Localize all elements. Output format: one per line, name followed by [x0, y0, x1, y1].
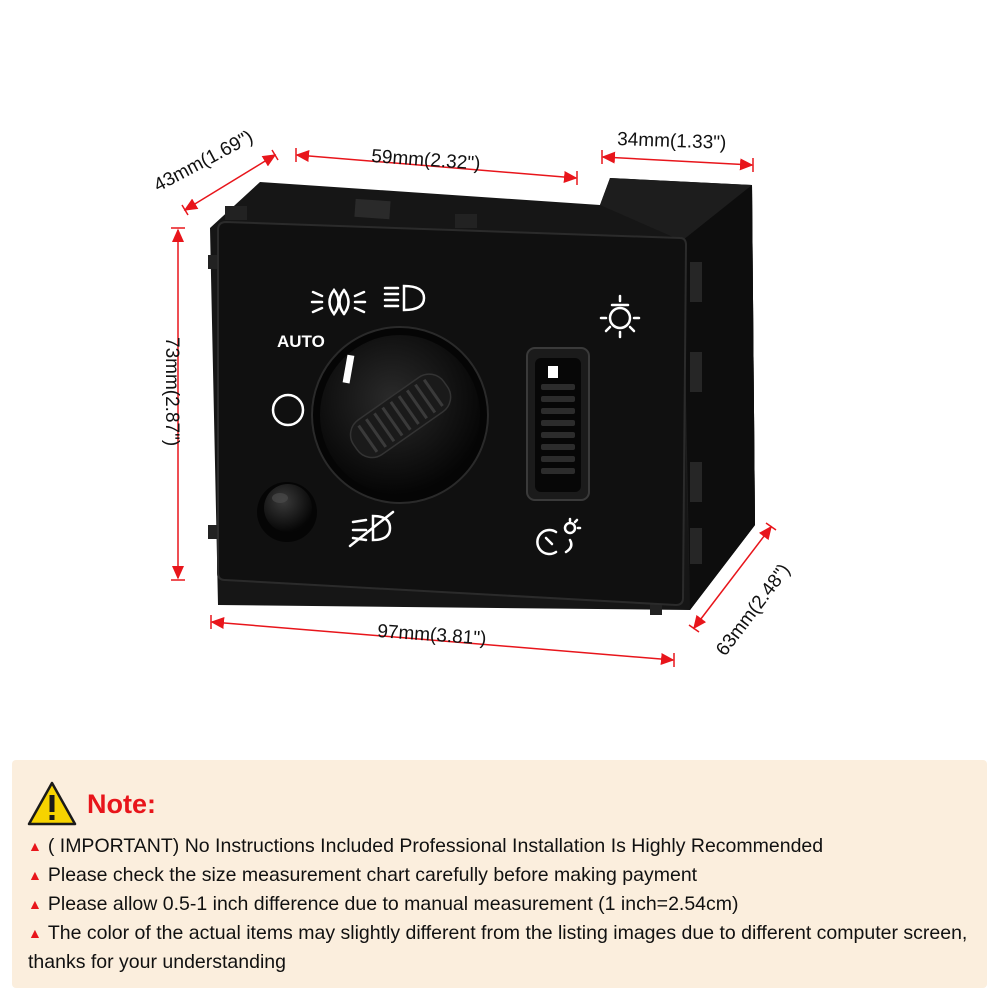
- parking-light-icon: [310, 287, 367, 317]
- triangle-bullet-icon: ▲: [28, 867, 42, 883]
- headlight-icon: [383, 284, 426, 312]
- product-image: AUTO: [150, 127, 795, 667]
- note-panel: Note: ▲( IMPORTANT) No Instructions Incl…: [12, 760, 987, 988]
- note-item: ▲The color of the actual items may sligh…: [28, 922, 968, 973]
- off-circle-icon: [271, 393, 305, 427]
- note-item: ▲( IMPORTANT) No Instructions Included P…: [28, 835, 824, 857]
- auto-label: AUTO: [277, 332, 325, 351]
- note-list: ▲( IMPORTANT) No Instructions Included P…: [28, 832, 978, 976]
- dimension-height: 73mm(2.87"): [161, 337, 182, 446]
- dimmer-thumbwheel[interactable]: [526, 347, 590, 501]
- dimmer-icon: [536, 517, 582, 556]
- triangle-bullet-icon: ▲: [28, 896, 42, 912]
- dome-light-icon: [599, 294, 641, 339]
- triangle-bullet-icon: ▲: [28, 838, 42, 854]
- note-item: ▲Please check the size measurement chart…: [28, 864, 698, 886]
- dimension-depth-left: 43mm(1.69"): [150, 127, 256, 197]
- fog-light-off-icon: [348, 510, 395, 548]
- triangle-bullet-icon: ▲: [28, 925, 42, 941]
- rotary-knob[interactable]: [311, 326, 489, 504]
- note-title: Note:: [87, 788, 156, 819]
- dimension-lines: [171, 148, 777, 667]
- headlight-switch-illustration: AUTO: [150, 127, 795, 667]
- fog-light-button[interactable]: [257, 482, 317, 542]
- dimension-bottom-width: 97mm(3.81"): [377, 621, 487, 650]
- dimension-depth-right: 63mm(2.48"): [712, 560, 794, 660]
- dimension-top-width: 59mm(2.32"): [371, 146, 481, 175]
- warning-icon: [27, 781, 77, 826]
- dimension-top-right: 34mm(1.33"): [617, 129, 727, 154]
- note-header: Note:: [27, 780, 156, 828]
- note-item: ▲Please allow 0.5-1 inch difference due …: [28, 893, 739, 915]
